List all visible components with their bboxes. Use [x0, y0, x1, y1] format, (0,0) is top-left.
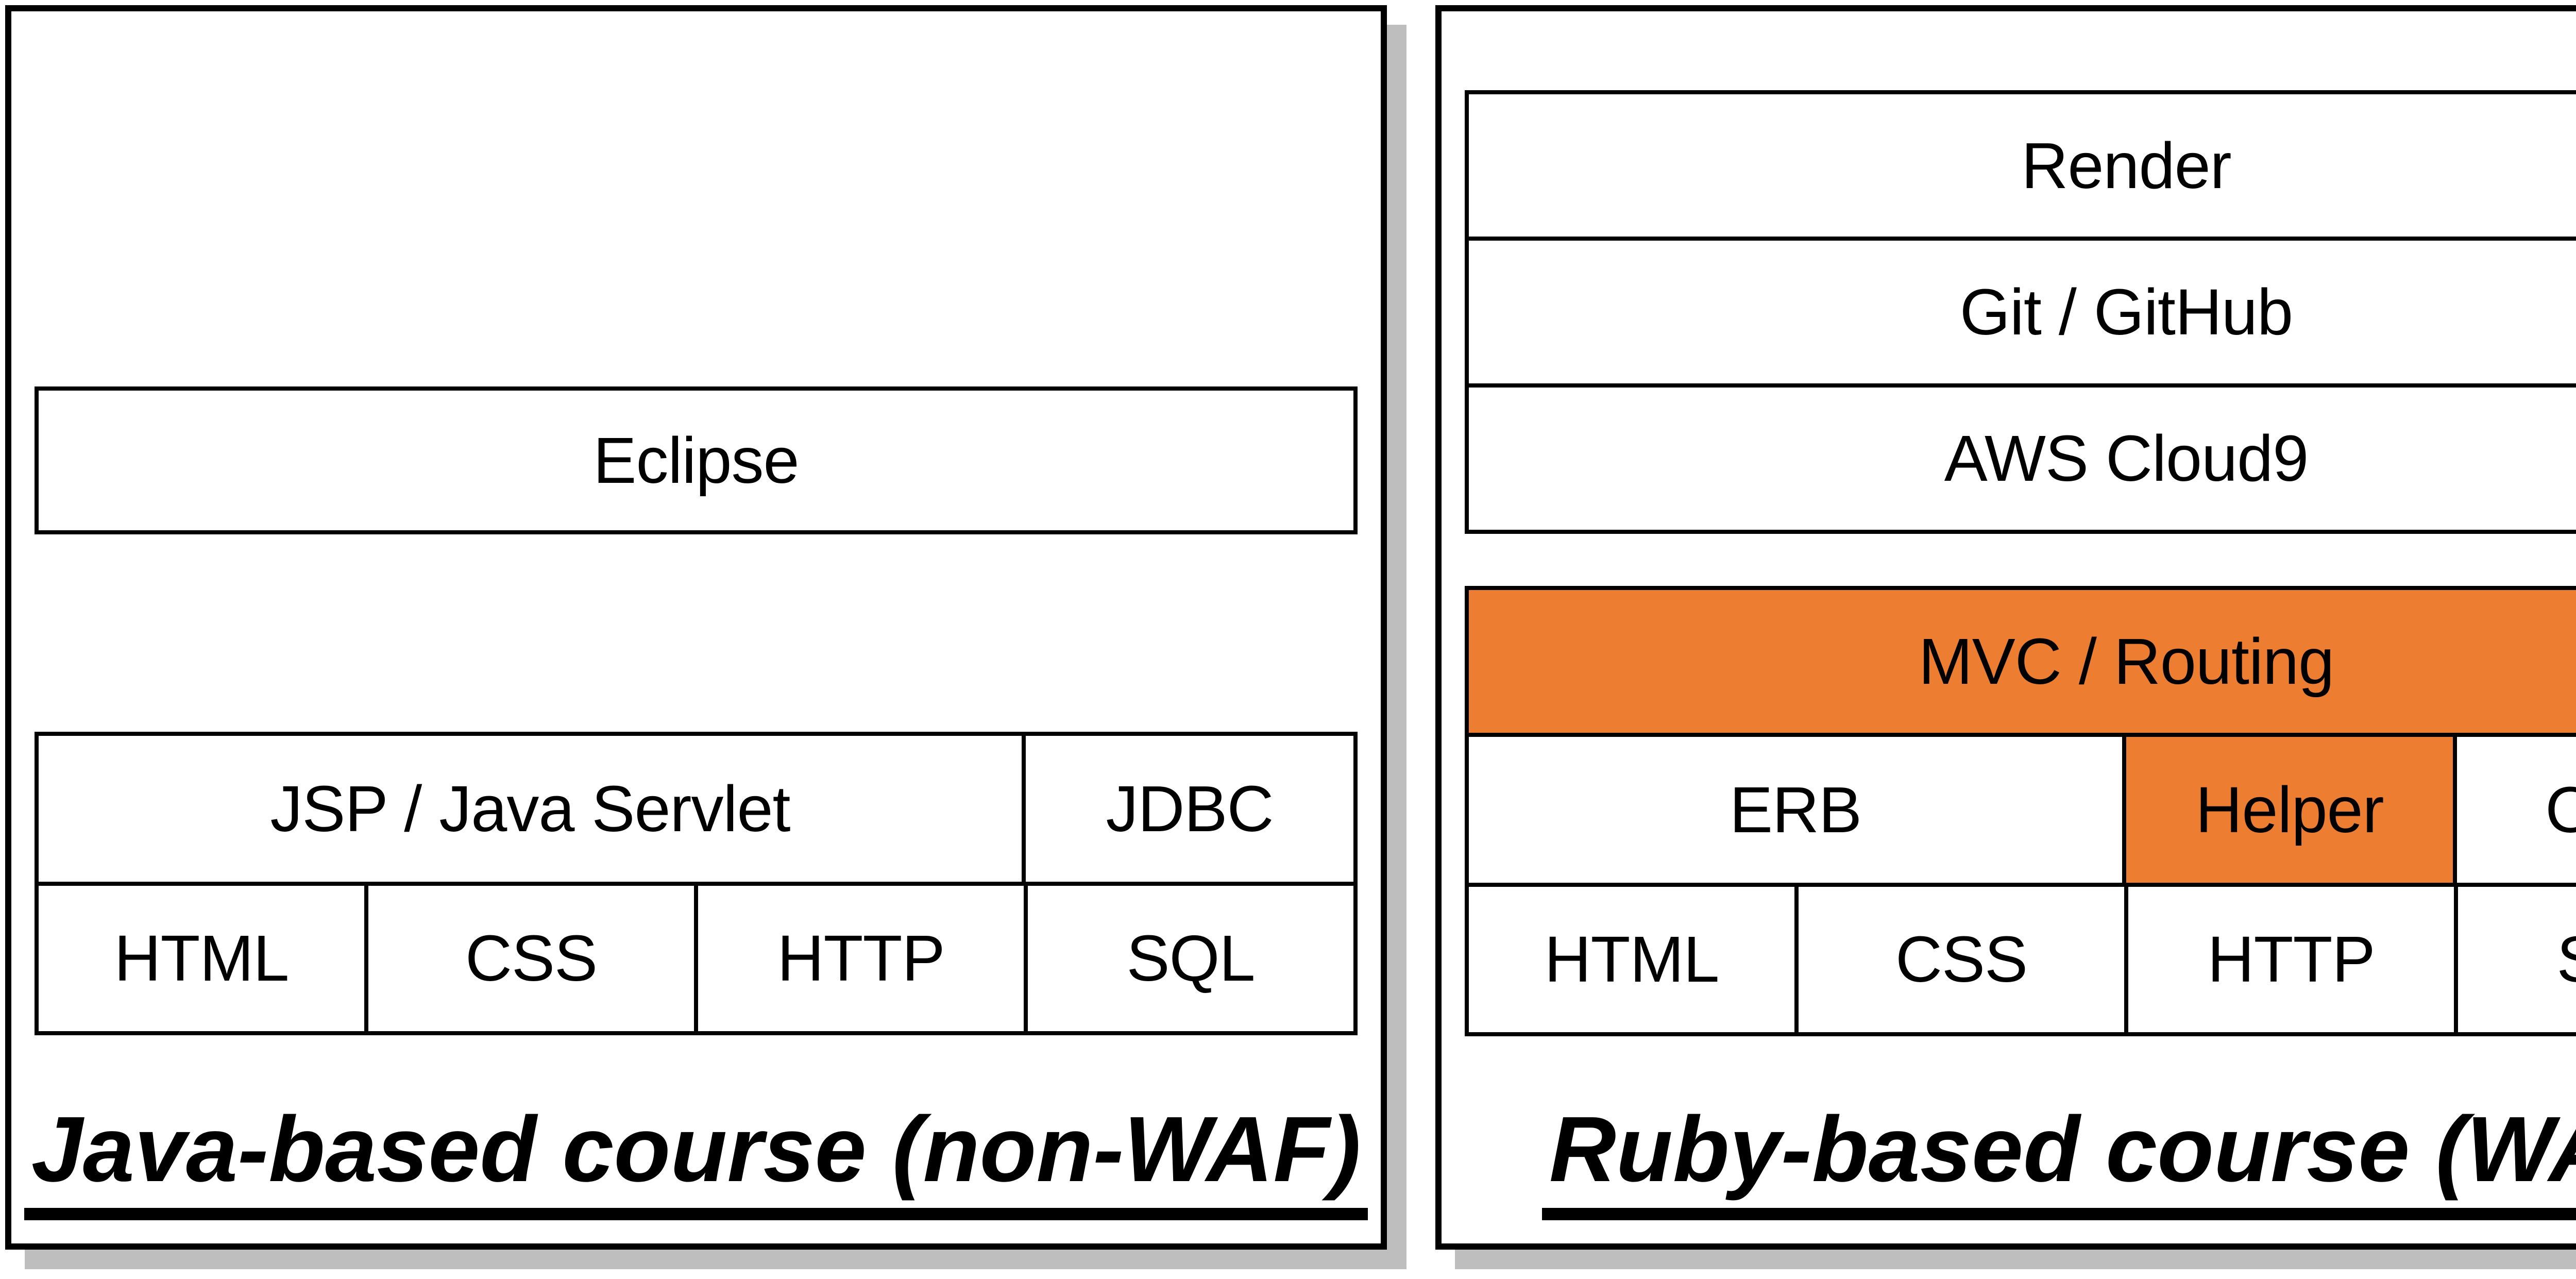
- mvc-routing-label: MVC / Routing: [1918, 625, 2334, 698]
- orm-cell: ORM: [2453, 737, 2576, 883]
- render-label: Render: [2021, 129, 2231, 202]
- css-label: CSS: [465, 922, 598, 995]
- jsp-servlet-label: JSP / Java Servlet: [270, 772, 790, 845]
- sql-cell: SQL: [2454, 886, 2576, 1032]
- http-cell: HTTP: [2124, 886, 2454, 1032]
- aws-cloud9-label: AWS Cloud9: [1944, 422, 2309, 495]
- java-course-panel: Eclipse JSP / Java Servlet JDBC HTML CSS: [5, 5, 1387, 1250]
- render-box: Render: [1469, 94, 2576, 237]
- mvc-routing-box: MVC / Routing: [1465, 586, 2576, 737]
- eclipse-label: Eclipse: [593, 424, 799, 497]
- erb-cell: ERB: [1469, 737, 2122, 883]
- git-github-box: Git / GitHub: [1469, 237, 2576, 383]
- sql-label: SQL: [2556, 922, 2576, 997]
- erb-label: ERB: [1729, 773, 1862, 846]
- css-cell: CSS: [364, 885, 694, 1031]
- java-base-row: HTML CSS HTTP SQL: [39, 881, 1353, 1032]
- helper-cell: Helper: [2122, 737, 2453, 883]
- html-label: HTML: [114, 922, 290, 995]
- http-cell: HTTP: [694, 885, 1024, 1031]
- sql-cell: SQL: [1024, 885, 1353, 1031]
- eclipse-box: Eclipse: [35, 386, 1358, 534]
- ruby-middleware-row: ERB Helper ORM: [1469, 737, 2576, 883]
- java-tech-table: JSP / Java Servlet JDBC HTML CSS HTTP SQ…: [35, 732, 1358, 1035]
- ruby-tech-table: ERB Helper ORM HTML CSS HTTP: [1465, 733, 2576, 1036]
- orm-label: ORM: [2545, 773, 2576, 846]
- http-label: HTTP: [2207, 923, 2376, 996]
- helper-label: Helper: [2195, 773, 2384, 846]
- html-cell: HTML: [1469, 887, 1794, 1033]
- jdbc-label: JDBC: [1106, 772, 1274, 845]
- sql-label: SQL: [1126, 922, 1255, 995]
- css-label: CSS: [1895, 923, 2028, 996]
- aws-cloud9-box: AWS Cloud9: [1469, 383, 2576, 530]
- ruby-course-title: Ruby-based course (WAF): [1442, 1096, 2576, 1220]
- ruby-tools-stack: Render Git / GitHub AWS Cloud9: [1465, 90, 2576, 534]
- ruby-course-panel: Render Git / GitHub AWS Cloud9 MVC / Rou…: [1435, 5, 2576, 1250]
- http-label: HTTP: [777, 922, 945, 995]
- jdbc-cell: JDBC: [1022, 736, 1353, 882]
- ruby-course-title-text: Ruby-based course (WAF): [1541, 1096, 2576, 1220]
- git-github-label: Git / GitHub: [1959, 275, 2293, 348]
- html-label: HTML: [1544, 923, 1720, 996]
- css-cell: CSS: [1794, 886, 2124, 1032]
- jsp-servlet-cell: JSP / Java Servlet: [39, 736, 1022, 882]
- java-course-title-text: Java-based course (non-WAF): [24, 1096, 1368, 1220]
- java-course-title: Java-based course (non-WAF): [11, 1096, 1381, 1220]
- html-cell: HTML: [39, 886, 364, 1032]
- ruby-base-row: HTML CSS HTTP SQL: [1469, 882, 2576, 1033]
- java-middleware-row: JSP / Java Servlet JDBC: [39, 736, 1353, 882]
